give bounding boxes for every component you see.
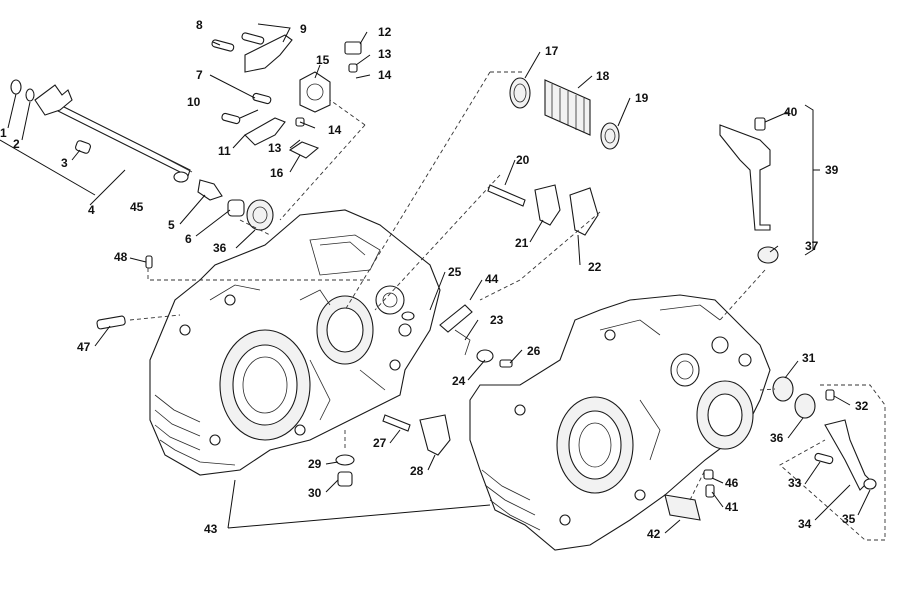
callout-46: 46 xyxy=(725,476,739,490)
callout-13a: 13 xyxy=(378,47,392,61)
callout-36a: 36 xyxy=(213,241,227,255)
callout-2: 2 xyxy=(13,137,20,151)
callout-19: 19 xyxy=(635,91,649,105)
leader-lines xyxy=(7,23,871,534)
callout-26: 26 xyxy=(527,344,541,358)
gearshift-shaft-assembly xyxy=(10,79,274,231)
callout-25: 25 xyxy=(448,265,462,279)
callout-30: 30 xyxy=(308,486,322,500)
callout-16: 16 xyxy=(270,166,284,180)
callout-35: 35 xyxy=(842,512,856,526)
left-crankcase-half xyxy=(149,209,441,476)
callout-6: 6 xyxy=(185,232,192,246)
callout-11: 11 xyxy=(218,144,231,158)
callout-37: 37 xyxy=(805,239,819,253)
misc-fasteners xyxy=(96,255,715,521)
callout-1: 1 xyxy=(0,126,7,140)
callout-28: 28 xyxy=(410,464,424,478)
callout-44: 44 xyxy=(485,272,499,286)
callout-43: 43 xyxy=(204,522,218,536)
callout-33: 33 xyxy=(788,476,802,490)
callout-40: 40 xyxy=(784,105,798,119)
callout-13b: 13 xyxy=(268,141,282,155)
callout-24: 24 xyxy=(452,374,466,388)
callout-42: 42 xyxy=(647,527,661,541)
reference-lines xyxy=(0,71,886,541)
callout-41: 41 xyxy=(725,500,739,514)
callout-8: 8 xyxy=(196,18,203,32)
callout-10: 10 xyxy=(187,95,201,109)
callout-20: 20 xyxy=(516,153,530,167)
callout-32: 32 xyxy=(855,399,869,413)
callout-14b: 14 xyxy=(328,123,342,137)
shift-lever-parts xyxy=(719,117,877,491)
callout-36b: 36 xyxy=(770,431,784,445)
callout-27: 27 xyxy=(373,436,387,450)
shift-drum-cam-assembly xyxy=(211,32,362,159)
callout-45: 45 xyxy=(130,200,144,214)
callout-48: 48 xyxy=(114,250,128,264)
callout-22: 22 xyxy=(588,260,602,274)
callout-39: 39 xyxy=(825,163,839,177)
callout-7: 7 xyxy=(196,68,203,82)
callout-31: 31 xyxy=(802,351,816,365)
right-crankcase-half xyxy=(469,294,771,551)
gearbox-parts xyxy=(382,77,620,456)
callout-12: 12 xyxy=(378,25,392,39)
callout-21: 21 xyxy=(515,236,529,250)
callout-4: 4 xyxy=(88,203,95,217)
callout-47: 47 xyxy=(77,340,91,354)
callout-5: 5 xyxy=(168,218,175,232)
callout-15: 15 xyxy=(316,53,330,67)
callout-17: 17 xyxy=(545,44,559,58)
callout-23: 23 xyxy=(490,313,504,327)
callout-numbers: 1 2 3 4 5 6 7 8 9 10 11 12 13 13 14 14 1… xyxy=(0,18,869,541)
callout-9: 9 xyxy=(300,22,307,36)
callout-18: 18 xyxy=(596,69,610,83)
callout-14a: 14 xyxy=(378,68,392,82)
callout-34: 34 xyxy=(798,517,812,531)
callout-3: 3 xyxy=(61,156,68,170)
callout-29: 29 xyxy=(308,457,322,471)
